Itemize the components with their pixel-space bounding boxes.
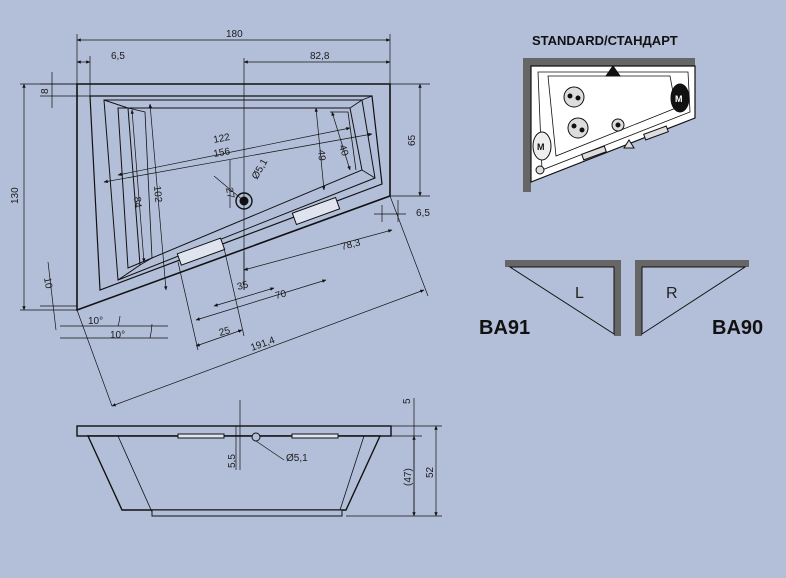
dim-191-4: 191,4 (249, 335, 277, 354)
dim-27: 27 (223, 187, 236, 200)
variant-left (505, 260, 621, 336)
dim-side-52: 52 (425, 466, 436, 478)
m-label-left: M (537, 142, 545, 152)
dim-130: 130 (10, 187, 21, 204)
variant-right (635, 260, 749, 336)
massage-panel-left (176, 237, 226, 266)
top-view (20, 34, 430, 407)
dim-side-5: 5 (402, 398, 413, 404)
dim-8: 8 (40, 88, 51, 94)
tub-inner-rim (89, 95, 383, 291)
dim-65: 65 (407, 134, 418, 146)
dim-6-5-left: 6,5 (111, 51, 125, 62)
dim-82-8: 82,8 (310, 51, 330, 62)
angle-10-a: 10° (88, 316, 103, 327)
dim-180: 180 (226, 29, 243, 40)
m-label-right: M (675, 94, 683, 104)
variant-right-letter: R (666, 285, 678, 302)
m-button-right (670, 83, 690, 113)
dim-side-47: (47) (403, 468, 414, 486)
dim-40: 40 (336, 144, 350, 158)
dim-156: 156 (213, 146, 232, 160)
dim-70: 70 (274, 288, 288, 301)
dim-102: 102 (151, 185, 163, 203)
dim-78-3: 78,3 (340, 237, 362, 252)
m-button-left (532, 131, 552, 161)
tap-icon (605, 65, 621, 77)
side-view-labels: 5 5,5 Ø5,1 (47) 52 (227, 398, 436, 486)
variant-left-letter: L (575, 285, 584, 302)
dim-side-5-5: 5,5 (227, 454, 238, 468)
standard-view (523, 58, 696, 192)
variant-left-code: BA91 (479, 317, 530, 339)
standard-title: STANDARD/СТАНДАРТ (532, 33, 678, 48)
dim-122: 122 (212, 132, 231, 146)
dim-35: 35 (236, 279, 250, 292)
side-view (76, 398, 442, 517)
dim-6-5-right: 6,5 (416, 208, 430, 219)
variant-right-code: BA90 (712, 317, 763, 339)
dim-side-drain-dia: Ø5,1 (286, 453, 308, 464)
dim-10-left: 10 (41, 277, 54, 290)
dim-84: 84 (131, 196, 143, 208)
dim-49: 49 (315, 149, 327, 161)
dim-25: 25 (218, 325, 232, 339)
angle-10-b: 10° (110, 330, 125, 341)
side-rim (76, 425, 392, 437)
massage-panel-right (291, 196, 341, 226)
side-body (86, 435, 382, 511)
